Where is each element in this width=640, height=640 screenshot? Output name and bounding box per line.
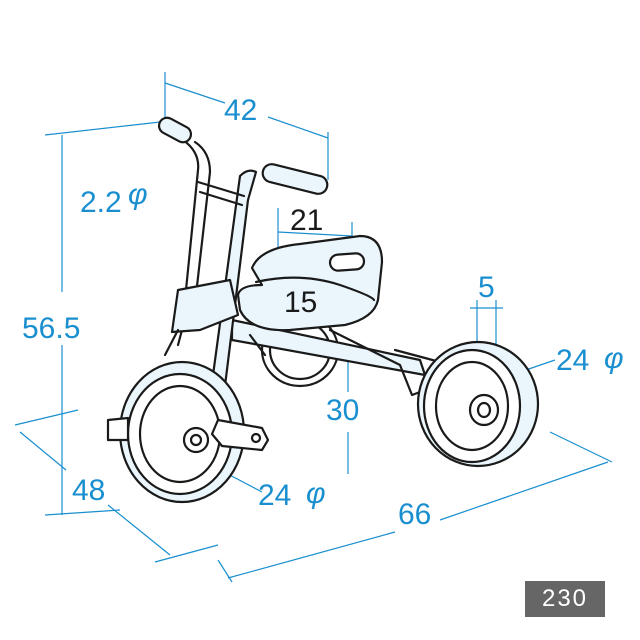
pedals (106, 416, 270, 452)
seat (236, 234, 384, 332)
rear-right-wheel (416, 340, 540, 468)
phi-symbol-rear: φ (604, 342, 624, 375)
dim-seat-width: 15 (284, 286, 317, 319)
dim-rear-wheel-diameter: 24 (556, 344, 589, 377)
left-grip (157, 116, 193, 144)
front-wheel (118, 360, 246, 504)
phi-symbol-front: φ (306, 477, 326, 510)
dim-total-height: 56.5 (22, 312, 80, 345)
tricycle-illustration (106, 116, 540, 504)
main-frame (170, 278, 240, 334)
dim-width: 48 (72, 474, 105, 507)
dim-handle-diameter: 2.2 (80, 186, 122, 219)
dimension-labels: 42 2.2 φ 21 15 56.5 5 24 φ 30 48 24 φ 66 (22, 94, 624, 531)
phi-symbol-handle: φ (128, 178, 148, 211)
right-grip (261, 163, 329, 195)
dim-top-width: 42 (224, 94, 257, 127)
model-number-text: 230 (541, 585, 589, 612)
dim-seat-height: 30 (326, 394, 359, 427)
model-number-badge: 230 (525, 581, 605, 617)
dimension-lines (14, 72, 613, 583)
dim-seat-depth: 21 (290, 204, 323, 237)
dim-length: 66 (398, 498, 431, 531)
dim-front-wheel-diameter: 24 (258, 479, 291, 512)
dim-rear-wheel-width: 5 (478, 271, 495, 304)
